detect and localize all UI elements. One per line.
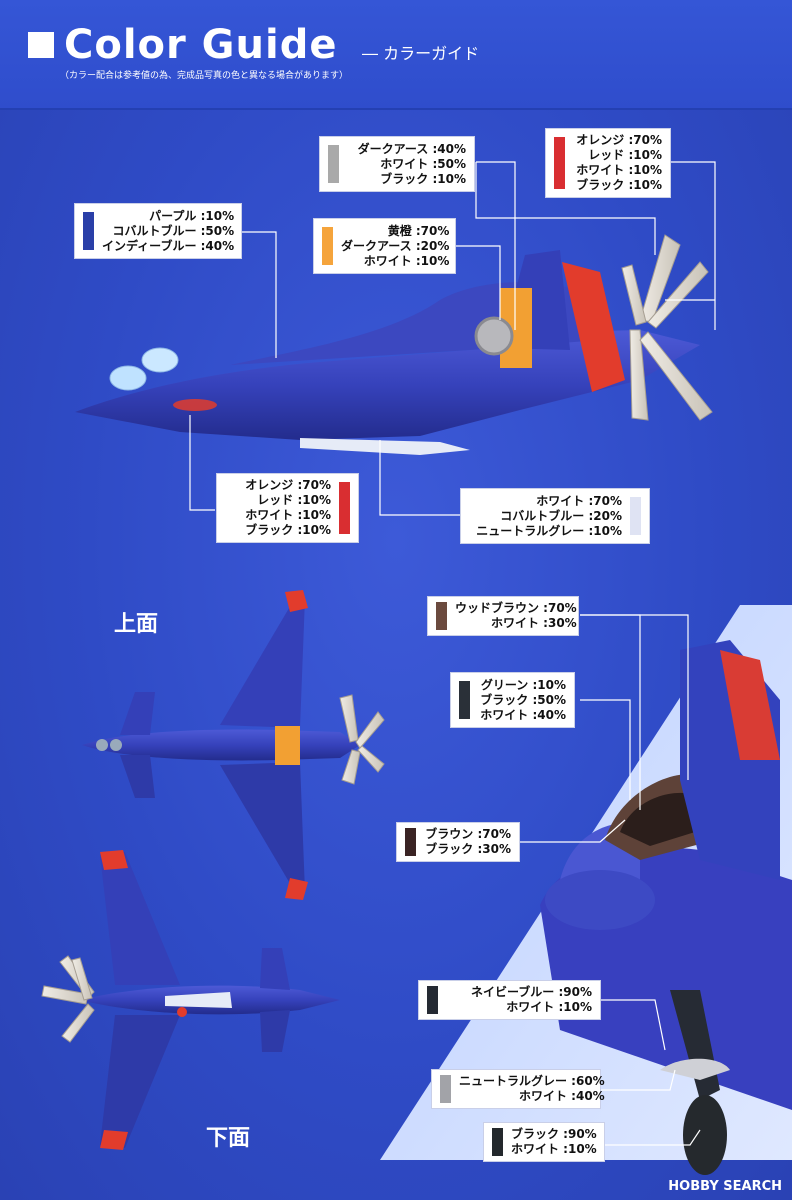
mix-line: ブラック :50%	[480, 692, 566, 707]
watermark: HOBBY SEARCH	[668, 1179, 782, 1194]
label-black-mix: ブラック :90% ホワイト :10%	[483, 1122, 605, 1162]
color-swatch	[440, 1075, 451, 1103]
color-swatch	[554, 137, 565, 189]
mix-line: コバルトブルー :20%	[500, 508, 622, 523]
label-brown-mix: ブラウン :70% ブラック :30%	[396, 822, 520, 862]
label-white-mix: ホワイト :70% コバルトブルー :20% ニュートラルグレー :10%	[460, 488, 650, 544]
mix-line: グリーン :10%	[480, 677, 566, 692]
mix-line: ホワイト :30%	[491, 616, 577, 630]
mix-line: ダークアース :40%	[357, 141, 466, 156]
closeup-panel	[380, 605, 792, 1175]
mix-line: ホワイト :40%	[480, 707, 566, 722]
color-swatch	[630, 497, 641, 535]
mix-line: ホワイト :10%	[576, 163, 662, 177]
mix-line: インディーブルー :40%	[102, 238, 235, 253]
label-orange-upper-mix: オレンジ :70% レッド :10% ホワイト :10% ブラック :10%	[545, 128, 671, 198]
side-view-aircraft	[75, 234, 713, 455]
mix-line: ネイビーブルー :90%	[471, 985, 592, 999]
color-swatch	[459, 681, 470, 719]
mix-line: ブラック :10%	[380, 171, 466, 186]
mix-line: パープル :10%	[149, 208, 235, 223]
mix-line: 黄橙 :70%	[387, 223, 450, 238]
title-square-icon	[28, 32, 54, 58]
color-swatch	[83, 212, 94, 250]
label-orange-lower-mix: オレンジ :70% レッド :10% ホワイト :10% ブラック :10%	[216, 473, 359, 543]
color-swatch	[339, 482, 350, 534]
mix-line: ダークアース :20%	[341, 238, 450, 253]
header-band: Color Guide ― カラーガイド （カラー配合は参考値の為、完成品写真の…	[0, 0, 792, 110]
label-green-mix: グリーン :10% ブラック :50% ホワイト :40%	[450, 672, 575, 728]
mix-line: ホワイト :70%	[536, 493, 622, 508]
bottom-view-label: 下面	[206, 1126, 251, 1151]
color-swatch	[436, 602, 447, 630]
mix-line: ブラック :90%	[511, 1127, 597, 1141]
mix-line: オレンジ :70%	[576, 133, 662, 147]
mix-line: ホワイト :40%	[519, 1089, 605, 1103]
color-swatch	[405, 828, 416, 856]
mix-line: ウッドブラウン :70%	[455, 601, 577, 615]
label-neutral-gray-mix: ニュートラルグレー :60% ホワイト :40%	[431, 1069, 605, 1109]
mix-line: ホワイト :10%	[245, 508, 331, 522]
mix-line: ニュートラルグレー :10%	[476, 523, 622, 538]
label-dark-earth-mix: ダークアース :40% ホワイト :50% ブラック :10%	[319, 136, 475, 192]
label-navy-blue-mix: ネイビーブルー :90% ホワイト :10%	[418, 980, 601, 1020]
mix-line: コバルトブルー :50%	[112, 223, 235, 238]
mix-line: オレンジ :70%	[245, 478, 331, 492]
mix-line: ブラウン :70%	[425, 827, 511, 841]
mix-line: ホワイト :10%	[363, 253, 450, 268]
color-swatch	[328, 145, 339, 183]
bottom-view-aircraft	[41, 850, 340, 1150]
top-view-aircraft	[82, 590, 385, 900]
color-swatch	[427, 986, 438, 1014]
mix-line: レッド :10%	[257, 493, 331, 507]
mix-line: レッド :10%	[588, 148, 662, 162]
mix-line: ホワイト :10%	[506, 1000, 592, 1014]
mix-line: ブラック :10%	[576, 178, 662, 192]
label-yellow-orange-mix: 黄橙 :70% ダークアース :20% ホワイト :10%	[313, 218, 456, 274]
color-note: （カラー配合は参考値の為、完成品写真の色と異なる場合があります）	[60, 71, 349, 81]
mix-line: ニュートラルグレー :60%	[459, 1074, 605, 1088]
label-wood-brown-mix: ウッドブラウン :70% ホワイト :30%	[427, 596, 579, 636]
mix-line: ブラック :10%	[245, 523, 331, 537]
mix-line: ホワイト :50%	[380, 156, 466, 171]
label-purple-mix: パープル :10% コバルトブルー :50% インディーブルー :40%	[74, 203, 242, 259]
color-swatch	[492, 1128, 503, 1156]
page-title: Color Guide	[64, 22, 338, 68]
leader-lines	[189, 161, 716, 1146]
page-subtitle: ― カラーガイド	[362, 44, 480, 63]
mix-line: ブラック :30%	[425, 842, 511, 856]
mix-line: ホワイト :10%	[511, 1142, 597, 1156]
color-swatch	[322, 227, 333, 265]
top-view-label: 上面	[114, 612, 159, 637]
